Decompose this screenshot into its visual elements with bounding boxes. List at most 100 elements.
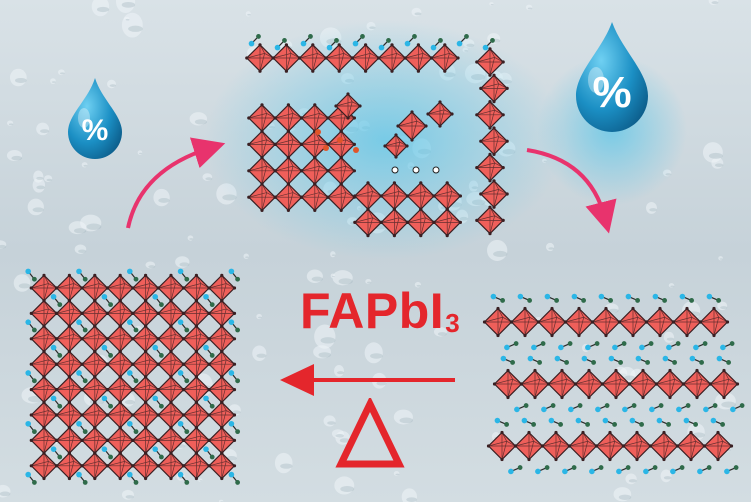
droplet [121,12,143,38]
fa-cation [683,417,699,427]
droplet-shadow [74,228,87,234]
droplet-shadow [666,337,675,341]
fa-cation [203,293,215,308]
octahedron [482,306,514,338]
octahedron [479,179,509,209]
droplet [332,270,353,286]
octahedron [594,430,626,462]
fa-cation [720,341,735,351]
droplet-shadow [128,25,143,32]
octahedron [627,368,659,400]
fa-cation [203,344,215,358]
fa-cation [676,403,691,413]
droplet-shadow [8,123,14,126]
octahedron [563,306,595,338]
fa-cation [404,34,417,47]
formula-main: FAPbI [300,283,445,339]
octahedron [475,100,505,130]
droplet [489,2,494,6]
droplet [175,256,190,268]
octahedron [426,100,454,128]
droplet [334,476,355,495]
droplet-shadow [179,262,190,267]
fa-cation [490,293,506,303]
droplet [365,279,372,285]
droplet-shadow [158,197,170,203]
droplet-shadow [711,1,719,5]
octahedron [475,47,505,77]
droplet-shadow [32,207,44,213]
octahedron [334,92,362,120]
fa-cation [126,319,139,333]
fa-cation [177,420,190,435]
fa-cation [541,403,556,413]
delta-icon [335,398,405,468]
droplet [333,365,345,377]
droplet [613,487,632,502]
droplet-shadow [125,18,130,21]
fa-cation [710,417,726,427]
octahedron [708,368,740,400]
water-molecule [391,166,399,174]
fa-cation [25,471,37,485]
droplet [121,489,134,500]
fa-cation [500,355,516,365]
fa-cation [693,341,708,351]
octahedron [513,430,545,462]
fa-cation [101,344,114,358]
fa-cation [652,293,668,303]
fa-cation [703,403,718,413]
droplet-shadow [232,410,241,415]
droplet [393,409,413,425]
droplet-shadow [189,238,194,240]
droplet-shadow [18,283,31,289]
droplet-shadow [490,3,494,6]
droplet-shadow [247,13,251,16]
droplet-shadow [370,353,383,359]
droplet-shadow [311,276,323,282]
droplet-shadow [199,480,203,482]
fa-cation [612,341,627,351]
droplet [717,301,728,311]
fa-cation [177,268,190,282]
fa-cation [177,370,190,384]
fa-cation [326,38,339,51]
released-cation [353,147,359,153]
droplet [525,4,533,11]
fa-cation [50,344,63,358]
droplet-shadow [548,247,555,250]
droplet-shadow [623,375,636,381]
octahedron [675,430,707,462]
fa-cation [635,355,651,365]
droplet [107,79,116,89]
droplet-shadow [121,1,136,8]
water-drop-percent-icon [68,78,122,159]
octahedron [207,451,237,481]
droplet-shadow [258,316,262,319]
fa-cation [716,355,732,365]
fa-cation [50,446,63,460]
droplet [715,392,736,410]
fa-cation [126,370,139,384]
fa-cation [177,471,190,485]
droplet [331,429,344,439]
fa-cation [152,293,164,308]
droplet [74,244,87,254]
droplet-shadow [714,163,724,167]
fa-cation [274,38,287,51]
droplet-shadow [318,352,331,358]
octahedron [573,368,605,400]
droplet [256,313,262,320]
droplet [137,150,143,155]
droplet-shadow [139,152,143,155]
fa-cation [581,355,597,365]
droplet [411,7,422,17]
fa-cation [228,420,241,435]
droplet-shadow [320,337,336,344]
octahedron [396,110,428,142]
droplet [252,345,267,362]
droplet-shadow [109,84,116,87]
octahedron [479,126,509,156]
octahedron [492,368,524,400]
